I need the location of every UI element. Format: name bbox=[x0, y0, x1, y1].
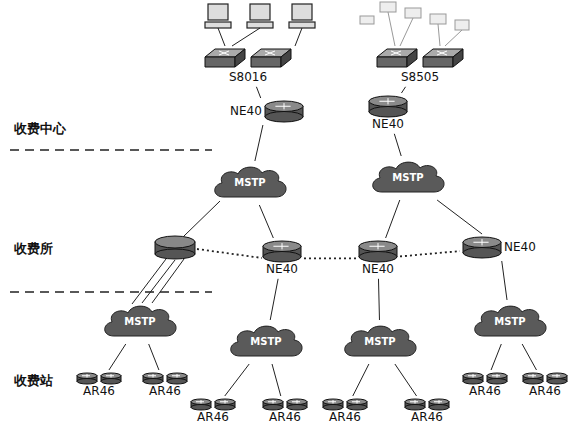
node-label: AR46 bbox=[267, 411, 303, 425]
network-link bbox=[502, 261, 507, 300]
level-label: 收费站 bbox=[14, 372, 53, 390]
switch-icon bbox=[203, 45, 247, 71]
core-router: NE40 bbox=[358, 240, 398, 277]
node-label: AR46 bbox=[81, 385, 117, 399]
router-icon bbox=[358, 240, 398, 263]
router-icon bbox=[214, 398, 236, 411]
core-router: NE40 bbox=[462, 236, 538, 259]
core-router: NE40 bbox=[262, 240, 302, 277]
node-label: MSTP bbox=[390, 172, 425, 184]
node-label: S8016 bbox=[227, 71, 269, 85]
router-icon bbox=[262, 240, 302, 263]
access-router: AR46 bbox=[76, 372, 122, 399]
router-icon bbox=[264, 100, 304, 123]
switch-node: S8016 bbox=[203, 45, 293, 85]
access-router: AR46 bbox=[190, 398, 236, 425]
node-label: NE40 bbox=[370, 118, 406, 132]
core-router: NE40 bbox=[228, 100, 304, 123]
switch-icon bbox=[421, 45, 465, 71]
level-label: 收费所 bbox=[14, 240, 53, 258]
router-icon bbox=[286, 398, 308, 411]
network-link bbox=[109, 344, 126, 370]
switch-icon bbox=[375, 45, 419, 71]
server-wires bbox=[388, 12, 462, 46]
node-label: AR46 bbox=[467, 385, 503, 399]
network-link bbox=[259, 205, 273, 238]
router-icon bbox=[428, 398, 450, 411]
level-label: 收费中心 bbox=[14, 120, 66, 138]
node-label: MSTP bbox=[492, 316, 527, 328]
router-icon bbox=[546, 372, 568, 385]
mstp-cloud: MSTP bbox=[210, 163, 290, 203]
router-icon bbox=[346, 398, 368, 411]
network-link bbox=[225, 364, 249, 396]
dotted-link bbox=[400, 251, 460, 256]
network-link bbox=[395, 364, 417, 396]
mstp-cloud: MSTP bbox=[340, 322, 420, 362]
switch-node: S8505 bbox=[375, 45, 465, 85]
node-label: NE40 bbox=[360, 263, 396, 277]
network-link bbox=[386, 200, 400, 238]
access-router: AR46 bbox=[262, 398, 308, 425]
access-router: AR46 bbox=[462, 372, 508, 399]
router-icon bbox=[486, 372, 508, 385]
router-icon bbox=[322, 398, 344, 411]
node-label: AR46 bbox=[195, 411, 231, 425]
mstp-cloud: MSTP bbox=[470, 302, 550, 342]
node-label: MSTP bbox=[232, 177, 267, 189]
router-icon bbox=[462, 372, 484, 385]
network-link bbox=[353, 364, 369, 396]
access-router: AR46 bbox=[322, 398, 368, 425]
router-icon bbox=[522, 372, 544, 385]
network-link bbox=[255, 125, 263, 161]
network-link bbox=[522, 344, 536, 370]
access-router: AR46 bbox=[522, 372, 568, 399]
network-link bbox=[149, 344, 159, 370]
access-router: AR46 bbox=[404, 398, 450, 425]
level-divider bbox=[10, 291, 212, 293]
node-label: NE40 bbox=[264, 263, 300, 277]
node-label: MSTP bbox=[248, 336, 283, 348]
node-label: AR46 bbox=[147, 385, 183, 399]
node-label: AR46 bbox=[327, 411, 363, 425]
node-label: AR46 bbox=[527, 385, 563, 399]
node-label: S8505 bbox=[399, 71, 441, 85]
network-link bbox=[378, 279, 380, 320]
access-router: AR46 bbox=[142, 372, 188, 399]
router-icon bbox=[262, 398, 284, 411]
level-divider bbox=[10, 149, 212, 151]
mstp-cloud: MSTP bbox=[226, 322, 306, 362]
router-wires bbox=[132, 201, 262, 304]
core-router: NE40 bbox=[368, 95, 408, 132]
node-label: MSTP bbox=[362, 336, 397, 348]
router-icon bbox=[155, 236, 195, 259]
network-link bbox=[394, 134, 401, 156]
server-icons bbox=[360, 2, 469, 30]
computer-icons bbox=[205, 4, 315, 28]
router-icon bbox=[76, 372, 98, 385]
computer-wires bbox=[218, 28, 302, 46]
node-label: MSTP bbox=[122, 316, 157, 328]
network-link bbox=[491, 344, 501, 370]
router-icon bbox=[142, 372, 164, 385]
router-icon bbox=[368, 95, 408, 118]
network-link bbox=[256, 87, 260, 98]
network-link bbox=[270, 279, 278, 320]
router-icon bbox=[166, 372, 188, 385]
router-icon bbox=[190, 398, 212, 411]
network-link bbox=[401, 87, 405, 93]
mstp-cloud: MSTP bbox=[368, 158, 448, 198]
mstp-cloud: MSTP bbox=[100, 302, 180, 342]
node-label: NE40 bbox=[228, 105, 264, 119]
router-icon bbox=[404, 398, 426, 411]
network-link bbox=[437, 200, 482, 234]
router-icon bbox=[100, 372, 122, 385]
switch-icon bbox=[249, 45, 293, 71]
network-link bbox=[272, 364, 281, 396]
router-icon bbox=[462, 236, 502, 259]
node-label: NE40 bbox=[502, 241, 538, 255]
node-label: AR46 bbox=[409, 411, 445, 425]
dotted-link bbox=[304, 257, 356, 259]
